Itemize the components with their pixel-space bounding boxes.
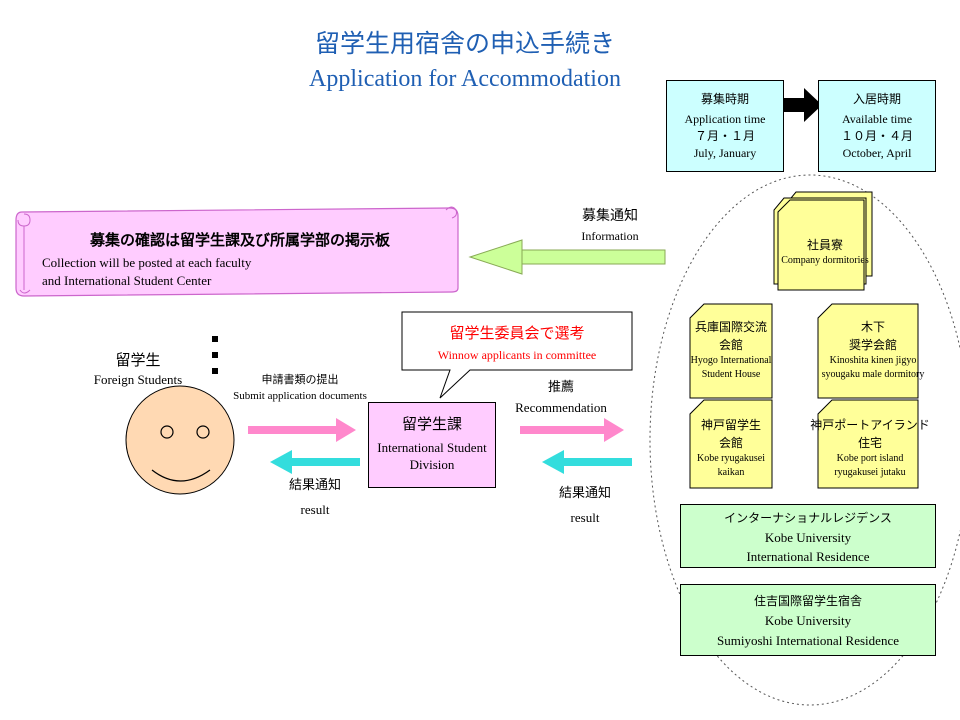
hyogo-international-student-house: 兵庫国際交流 会館 Hyogo International Student Ho… (678, 318, 784, 382)
sumiyoshi-residence-box: 住吉国際留学生宿舎 Kobe University Sumiyoshi Inte… (680, 584, 936, 656)
application-time-en: Application time (684, 112, 766, 126)
information-jp: 募集通知 (582, 208, 638, 224)
company-dorm-en: Company dormitories (781, 255, 869, 266)
kinoshita-jp1: 木下 (860, 320, 885, 334)
dormitory-group-ellipse (649, 174, 960, 706)
kobe-ryugakusei-kaikan: 神戸留学生 会館 Kobe ryugakusei kaikan (684, 416, 778, 480)
kobe-ryugakusei-box-shape (689, 399, 773, 489)
port-island-en2: ryugakusei jutaku (834, 467, 906, 478)
company-dorm-stack (773, 191, 873, 291)
committee-jp: 留学生委員会で選考 (449, 324, 585, 342)
division-en-line2: Division (409, 457, 455, 472)
available-time-box: 入居時期 Available time １０月・４月 October, Apri… (818, 80, 936, 172)
sumiyoshi-en1: Kobe University (764, 613, 852, 628)
title-japanese: 留学生用宿舎の申込手続き (314, 29, 615, 58)
kinoshita-en2: syougaku male dormitory (821, 369, 925, 380)
available-time-months-en: October, April (842, 146, 912, 160)
notice-scroll-shape (15, 206, 459, 297)
result-left-en: result (300, 502, 330, 517)
international-residence-box: インターナショナルレジデンス Kobe University Internati… (680, 504, 936, 568)
port-island-box-shape (817, 399, 919, 489)
committee-en: Winnow applicants in committee (437, 348, 597, 362)
time-arrow (784, 88, 822, 122)
result-left-label: 結果通知 result (270, 476, 360, 520)
hyogo-en2: Student House (701, 369, 761, 380)
international-residence-jp: インターナショナルレジデンス (724, 511, 892, 525)
sumiyoshi-jp: 住吉国際留学生宿舎 (753, 594, 862, 608)
result-right-jp: 結果通知 (558, 486, 611, 501)
recommendation-jp: 推薦 (547, 380, 574, 395)
application-time-jp: 募集時期 (700, 92, 749, 106)
port-island-jp1: 神戸ポートアイランド (810, 418, 930, 432)
application-time-box: 募集時期 Application time ７月・１月 July, Januar… (666, 80, 784, 172)
submit-arrow (248, 418, 356, 442)
notice-en-line1: Collection will be posted at each facult… (42, 255, 252, 270)
notice-en-line2: and International Student Center (42, 273, 212, 288)
recommendation-arrow (520, 418, 624, 442)
international-residence-en2: International Residence (746, 549, 870, 564)
sumiyoshi-en2: Sumiyoshi International Residence (717, 633, 899, 648)
result-right-label: 結果通知 result (540, 484, 630, 528)
notice-jp: 募集の確認は留学生課及び所属学部の掲示板 (89, 231, 390, 249)
international-student-division-box: 留学生課 International Student Division (368, 402, 496, 488)
submit-jp: 申請書類の提出 (261, 373, 339, 386)
recommendation-en: Recommendation (515, 400, 607, 415)
notice-scroll: 募集の確認は留学生課及び所属学部の掲示板 Collection will be … (30, 228, 450, 290)
information-label: 募集通知 Information (550, 206, 670, 246)
company-dorm-jp: 社員寮 (806, 238, 843, 252)
committee-bubble-shape (401, 311, 633, 399)
result-left-jp: 結果通知 (288, 478, 341, 493)
available-time-en: Available time (841, 112, 913, 126)
kobe-port-island-jutaku: 神戸ポートアイランド 住宅 Kobe port island ryugakuse… (788, 416, 952, 480)
information-en: Information (581, 229, 639, 243)
port-island-en1: Kobe port island (836, 453, 904, 464)
vertical-dots (212, 336, 218, 374)
kobe-ryugakusei-jp2: 会館 (718, 436, 743, 450)
available-time-months-jp: １０月・４月 (840, 129, 913, 143)
foreign-students-en: Foreign Students (93, 372, 183, 387)
information-arrow (468, 239, 666, 275)
result-right-arrow (542, 450, 632, 474)
international-residence-en1: Kobe University (764, 530, 852, 545)
division-jp: 留学生課 (401, 415, 462, 433)
kobe-ryugakusei-en1: Kobe ryugakusei (696, 453, 766, 464)
kobe-ryugakusei-en2: kaikan (717, 467, 745, 478)
hyogo-en1: Hyogo International (690, 355, 772, 366)
submit-en: Submit application documents (233, 390, 367, 402)
kinoshita-jp2: 奨学会館 (848, 338, 897, 352)
hyogo-jp1: 兵庫国際交流 (694, 320, 767, 334)
result-left-arrow (270, 450, 360, 474)
submit-label: 申請書類の提出 Submit application documents (210, 372, 390, 404)
kinoshita-dormitory: 木下 奨学会館 Kinoshita kinen jigyo syougaku m… (806, 318, 940, 382)
kinoshita-en1: Kinoshita kinen jigyo (829, 355, 917, 366)
port-island-jp2: 住宅 (857, 436, 882, 450)
division-en-line1: International Student (377, 440, 487, 455)
kobe-ryugakusei-jp1: 神戸留学生 (700, 418, 761, 432)
result-right-en: result (570, 510, 600, 525)
application-time-months-en: July, January (693, 146, 757, 160)
available-time-jp: 入居時期 (852, 92, 901, 106)
recommendation-label: 推薦 Recommendation (496, 378, 626, 418)
company-dormitories: 社員寮 Company dormitories (750, 236, 900, 268)
foreign-students-label: 留学生 Foreign Students (78, 350, 198, 390)
application-time-months-jp: ７月・１月 (694, 129, 755, 143)
title-english: Application for Accommodation (309, 66, 621, 92)
kinoshita-box-shape (817, 303, 919, 399)
smiley-face (125, 385, 235, 495)
hyogo-box-shape (689, 303, 773, 399)
foreign-students-jp: 留学生 (115, 351, 161, 369)
committee-bubble: 留学生委員会で選考 Winnow applicants in committee (402, 322, 632, 364)
hyogo-jp2: 会館 (718, 338, 743, 352)
